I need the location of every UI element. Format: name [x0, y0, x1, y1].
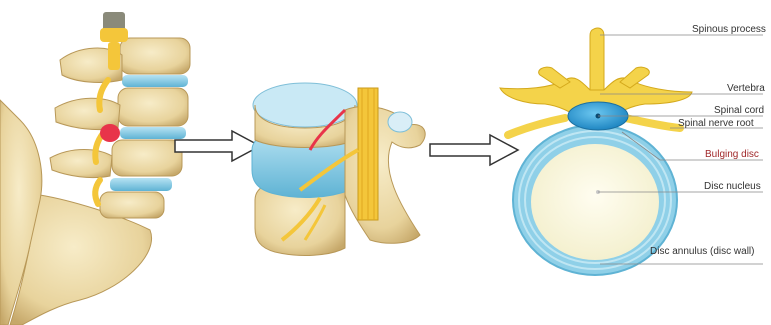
label-bulging-disc: Bulging disc [705, 149, 759, 161]
label-spinal-nerve-root: Spinal nerve root [678, 118, 754, 130]
label-disc-annulus: Disc annulus (disc wall) [650, 246, 754, 258]
spinal-nerve-root-right [625, 118, 680, 128]
vertebra-body-2 [118, 88, 188, 126]
vertebra-body-1 [120, 38, 190, 74]
disc-cross-section [500, 28, 692, 275]
upper-disc-surface [253, 83, 357, 127]
spinal-nerve-root-left [508, 118, 565, 135]
nerve-root-3 [95, 180, 100, 204]
label-spinous-process: Spinous process [692, 24, 766, 36]
lumbar-spine-illustration [0, 12, 190, 325]
arrow-right-outline-icon [430, 135, 518, 165]
disc-1 [122, 75, 188, 87]
vertebra-wing-right [620, 67, 649, 88]
nerve-top [100, 28, 128, 42]
arrow-right-outline-icon [175, 131, 260, 161]
vertebra-body-3 [112, 140, 182, 176]
nerve-1 [108, 42, 120, 70]
label-vertebra: Vertebra [727, 83, 765, 95]
facet-joint [388, 112, 412, 132]
posterior-arch [345, 106, 425, 243]
label-spinal-cord: Spinal cord [714, 105, 764, 117]
disc-3 [110, 178, 172, 191]
label-disc-nucleus: Disc nucleus [704, 181, 761, 193]
vertebra-3d-illustration [252, 83, 425, 255]
bulging-disc-highlight [100, 124, 120, 142]
vertebra-body-4 [100, 192, 164, 218]
spinous-process [590, 28, 604, 90]
posterior-element-3 [50, 150, 112, 178]
disc-nucleus [531, 144, 659, 260]
disc-2 [120, 127, 186, 139]
vertebra-wing-left [539, 67, 570, 88]
